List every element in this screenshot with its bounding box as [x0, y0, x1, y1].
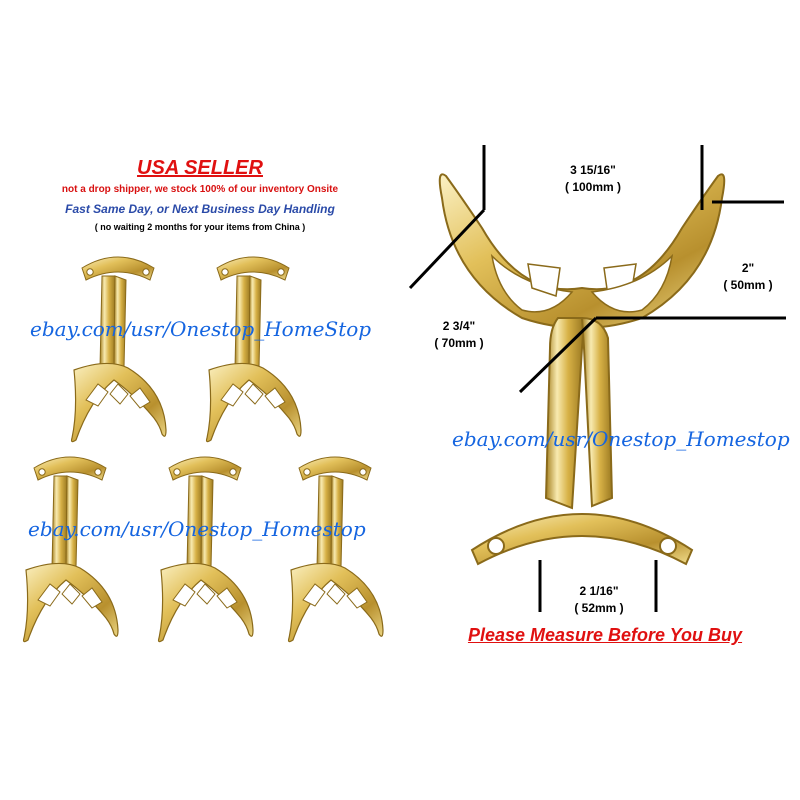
- dimension-length-inches: 2 3/4": [442, 319, 476, 333]
- handling-notice: Fast Same Day, or Next Business Day Hand…: [65, 202, 335, 216]
- usa-seller-title: USA SELLER: [137, 157, 263, 179]
- bracket-image-4: [157, 456, 254, 643]
- measure-notice: Please Measure Before You Buy: [467, 625, 743, 645]
- bracket-image-1: [70, 256, 167, 443]
- bracket-image-2: [205, 256, 302, 443]
- bracket-image-3: [22, 456, 119, 643]
- dimension-base-mm: ( 52mm ): [574, 601, 624, 615]
- dimension-length-mm: ( 70mm ): [434, 336, 484, 350]
- inventory-notice: not a drop shipper, we stock 100% of our…: [61, 184, 339, 195]
- dimension-width-inches: 3 15/16": [570, 163, 616, 177]
- measurement-lines: [408, 145, 786, 612]
- dimension-width: 3 15/16" ( 100mm ): [548, 162, 638, 196]
- dimension-height: 2" ( 50mm ): [708, 260, 788, 294]
- dimension-base: 2 1/16" ( 52mm ): [554, 583, 644, 617]
- dimension-height-inches: 2": [741, 261, 755, 275]
- shipping-notice: ( no waiting 2 months for your items fro…: [94, 222, 306, 232]
- dimension-base-inches: 2 1/16": [579, 584, 619, 598]
- dimension-height-mm: ( 50mm ): [723, 278, 773, 292]
- dimension-length: 2 3/4" ( 70mm ): [414, 318, 504, 352]
- bracket-image-large: [438, 173, 726, 565]
- watermark-right: ebay.com/usr/Onestop_Homestop: [452, 427, 790, 451]
- watermark-left-top: ebay.com/usr/Onestop_HomeStop: [30, 317, 372, 341]
- watermark-left-bottom: ebay.com/usr/Onestop_Homestop: [28, 517, 366, 541]
- bracket-image-5: [287, 456, 384, 643]
- dimension-width-mm: ( 100mm ): [564, 180, 622, 194]
